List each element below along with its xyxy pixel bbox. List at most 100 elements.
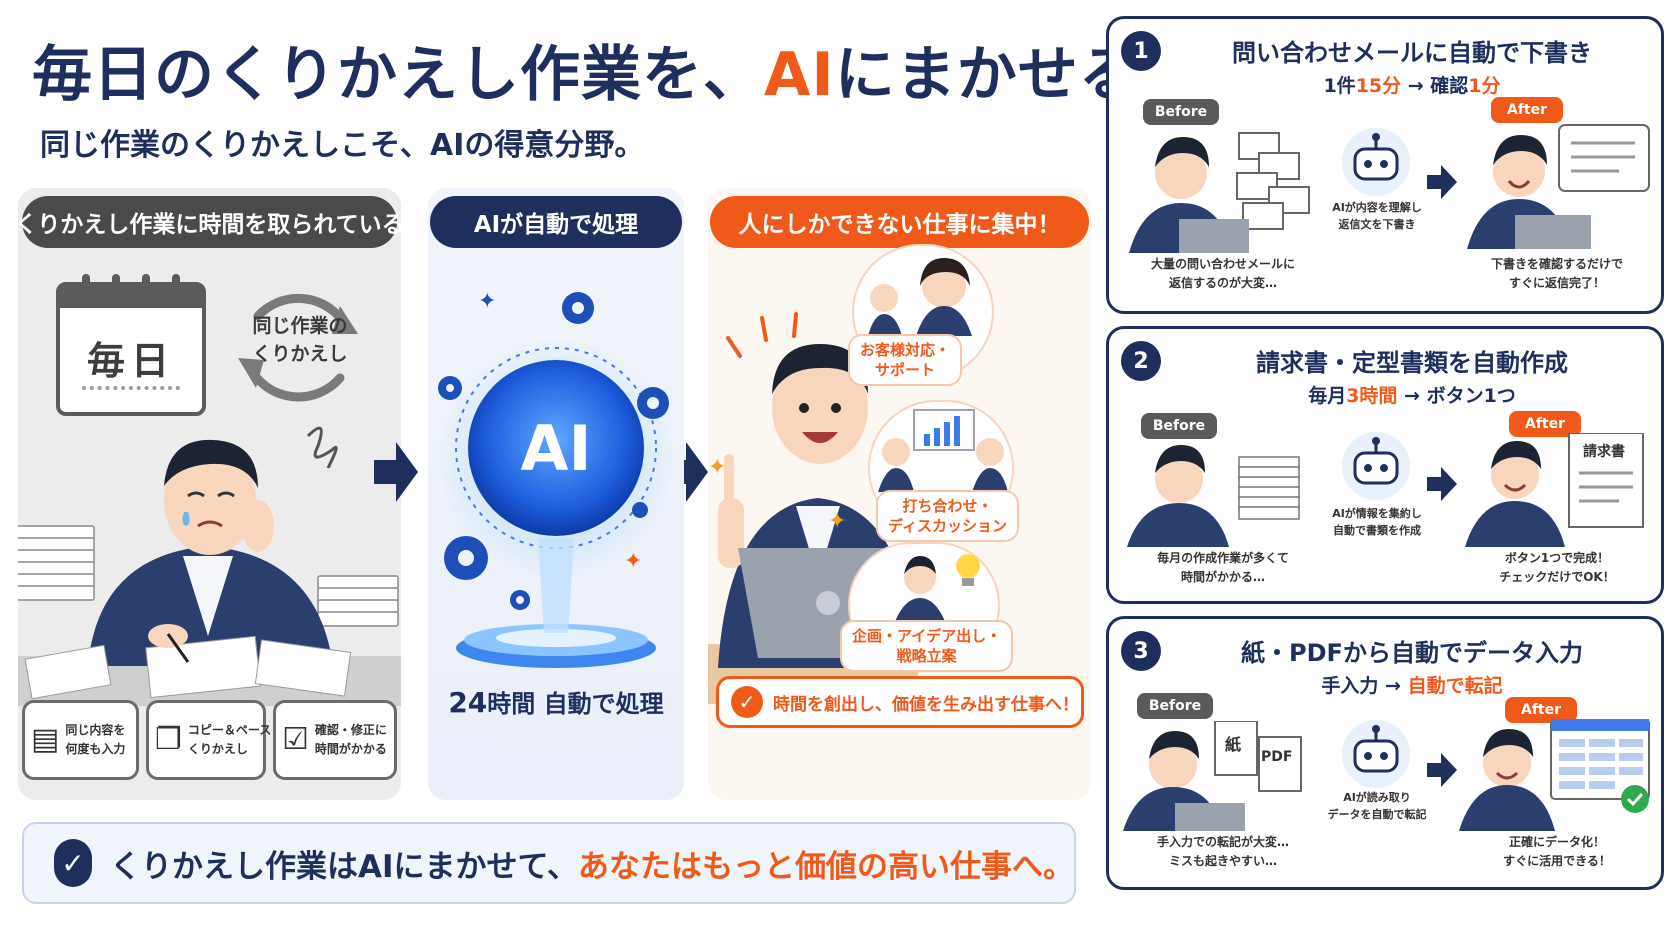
feature-line2: 時間がかかる — [314, 742, 387, 756]
feature-line2: くりかえし — [187, 742, 248, 756]
ai-hours-number: 24 — [448, 686, 488, 719]
usecase-number: 2 — [1121, 341, 1161, 381]
caption-line2: ミスも起きやすい… — [1168, 854, 1277, 868]
feature-copy-paste: ❐ コピー＆ペーストの くりかえし — [146, 700, 295, 780]
before-caption: 大量の問い合わせメールに 返信するのが大変… — [1123, 255, 1323, 293]
ai-caption: AIが情報を集約し 自動で書類を作成 — [1327, 505, 1427, 539]
caption-line2: 返信文を下書き — [1338, 218, 1416, 231]
calendar-icon: 毎日 — [56, 274, 206, 416]
usecase-title: 問い合わせメールに自動で下書き — [1232, 39, 1592, 67]
bubble-line1: 企画・アイデア出し・ — [852, 627, 1002, 645]
caption-line1: ボタン1つで完成！ — [1504, 551, 1610, 565]
feature-line2: 何度も入力 — [65, 742, 126, 756]
bubble-line2: 戦略立案 — [896, 647, 957, 665]
column-ai-label: AIが自動で処理 — [430, 196, 682, 248]
svg-text:✦: ✦ — [828, 509, 846, 534]
feature-line1: 同じ内容を — [65, 723, 126, 737]
check-circle-icon: ✓ — [54, 839, 93, 887]
usecase-title: 請求書・定型書類を自動作成 — [1256, 349, 1568, 377]
before-caption: 毎月の作成作業が多くて 時間がかかる… — [1123, 549, 1323, 587]
support-person-icon — [868, 258, 972, 336]
cycle-text-line2: くりかえし — [252, 343, 348, 365]
feature-check-fix: ☑ 確認・修正に 時間がかかる — [273, 700, 397, 780]
bubble-planning: 企画・アイデア出し・ 戦略立案 — [840, 542, 1014, 672]
column-before: くりかえし作業に時間を取られている 毎日 同じ作業の くりかえし — [14, 188, 405, 800]
svg-text:✦: ✦ — [478, 289, 496, 314]
ai-orb-text: AI — [520, 412, 591, 485]
ai-hours-label: 時間 自動で処理 — [487, 690, 664, 718]
sub-pre: 毎月 — [1308, 385, 1347, 407]
svg-text:✦: ✦ — [708, 455, 726, 480]
worker-with-invoice-illustration — [1465, 433, 1644, 547]
sub-pre: 手入力 — [1321, 675, 1379, 697]
usecase-title: 紙・PDFから自動でデータ入力 — [1241, 639, 1583, 667]
feature-repeat-input: ▤ 同じ内容を 何度も入力 — [22, 700, 139, 780]
after-tag: After — [1491, 97, 1563, 123]
ai-orb-illustration: AI ✦ ✦ — [436, 289, 676, 668]
svg-text:✦: ✦ — [624, 549, 642, 574]
ai-caption: AIが内容を理解し 返信文を下書き — [1327, 199, 1427, 233]
caption-line2: 自動で書類を作成 — [1333, 524, 1421, 537]
arrow-right-icon — [1427, 467, 1457, 501]
after-caption: 下書きを確認するだけで すぐに返信完了！ — [1459, 255, 1655, 293]
usecase-subtitle: 毎月3時間 → ボタン1つ — [1173, 381, 1651, 408]
sub-pre: 1件 — [1323, 75, 1356, 97]
sub-mid: → — [1378, 675, 1408, 697]
planning-idea-icon — [894, 554, 980, 624]
conclusion-banner: ✓ くりかえし作業はAIにまかせて、あなたはもっと価値の高い仕事へ。 — [22, 822, 1076, 904]
sub-accent-a: 3時間 — [1346, 385, 1398, 407]
before-tag: Before — [1143, 99, 1219, 125]
title-accent: AI — [764, 40, 835, 110]
before-tag: Before — [1141, 413, 1217, 439]
column-human: 人にしかできない仕事に集中！ ✦ ✦ お客様対応・ サポート — [708, 188, 1091, 800]
usecase-subtitle: 1件15分 → 確認1分 — [1173, 71, 1651, 98]
usecase-panel-invoice: 2 請求書・定型書類を自動作成 毎月3時間 → ボタン1つ Before Aft… — [1106, 326, 1664, 604]
document-icon: ▤ — [31, 722, 60, 757]
bubble-line2: サポート — [875, 361, 936, 379]
before-tag: Before — [1137, 693, 1213, 719]
banner-text-pre: くりかえし作業はAIにまかせて、 — [110, 848, 578, 885]
caption-line1: AIが情報を集約し — [1332, 507, 1422, 520]
ai-robot-icon — [1342, 128, 1410, 196]
meeting-icon — [878, 409, 1008, 492]
bubble-support: お客様対応・ サポート — [848, 244, 994, 386]
caption-line1: 下書きを確認するだけで — [1490, 257, 1623, 271]
column-before-label: くりかえし作業に時間を取られている — [14, 196, 405, 248]
usecase-panel-data-entry: 3 紙・PDFから自動でデータ入力 手入力 → 自動で転記 Before Aft… — [1106, 616, 1664, 890]
tired-worker-illustration — [18, 426, 401, 706]
usecase-subtitle: 手入力 → 自動で転記 — [1173, 671, 1651, 698]
sub-accent-a: 自動で転記 — [1407, 675, 1503, 697]
invoice-doc-label: 請求書 — [1583, 444, 1625, 460]
ai-robot-icon — [1342, 432, 1410, 500]
check-icon: ✓ — [731, 686, 763, 718]
caption-line1: AIが読み取り — [1343, 791, 1411, 804]
after-caption: 正確にデータ化！ すぐに活用できる！ — [1459, 833, 1655, 871]
banner-text-accent: あなたはもっと価値の高い仕事へ。 — [578, 848, 1074, 885]
usecase-number: 1 — [1121, 31, 1161, 71]
ai-robot-icon — [1342, 720, 1410, 788]
caption-line1: AIが内容を理解し — [1332, 201, 1422, 214]
result-text: 時間を創出し、価値を生み出す仕事へ！ — [773, 694, 1079, 715]
caption-line2: すぐに活用できる！ — [1503, 854, 1611, 868]
column-human-label: 人にしかできない仕事に集中！ — [710, 196, 1089, 248]
worker-with-paper-pdf-illustration — [1123, 721, 1302, 831]
caption-line2: すぐに返信完了！ — [1508, 276, 1605, 290]
caption-line2: 時間がかかる… — [1180, 570, 1265, 584]
worker-with-draft-illustration — [1467, 124, 1650, 249]
arrow-right-icon — [664, 442, 708, 502]
cycle-text-line1: 同じ作業の — [252, 315, 348, 337]
caption-line1: 手入力での転記が大変… — [1156, 835, 1289, 849]
cycle-arrows-icon — [238, 293, 358, 402]
bubble-line1: お客様対応・ — [860, 341, 951, 359]
feature-line1: 確認・修正に — [314, 723, 387, 737]
sub-mid: → ボタン1つ — [1397, 385, 1516, 407]
after-caption: ボタン1つで完成！ チェックだけでOK！ — [1459, 549, 1655, 587]
ai-hours-text: 24時間 自動で処理 — [428, 684, 684, 719]
bubble-meeting: 打ち合わせ・ ディスカッション — [868, 400, 1019, 542]
sub-accent-b: 1分 — [1468, 75, 1501, 97]
banner-text: くりかえし作業はAIにまかせて、あなたはもっと価値の高い仕事へ。 — [110, 841, 1074, 886]
arrow-right-icon — [1427, 165, 1457, 199]
title-text-2: にまかせる — [834, 40, 1140, 110]
caption-line2: 返信するのが大変… — [1168, 276, 1277, 290]
page-title: 毎日のくりかえし作業を、AIにまかせる — [32, 26, 1140, 113]
